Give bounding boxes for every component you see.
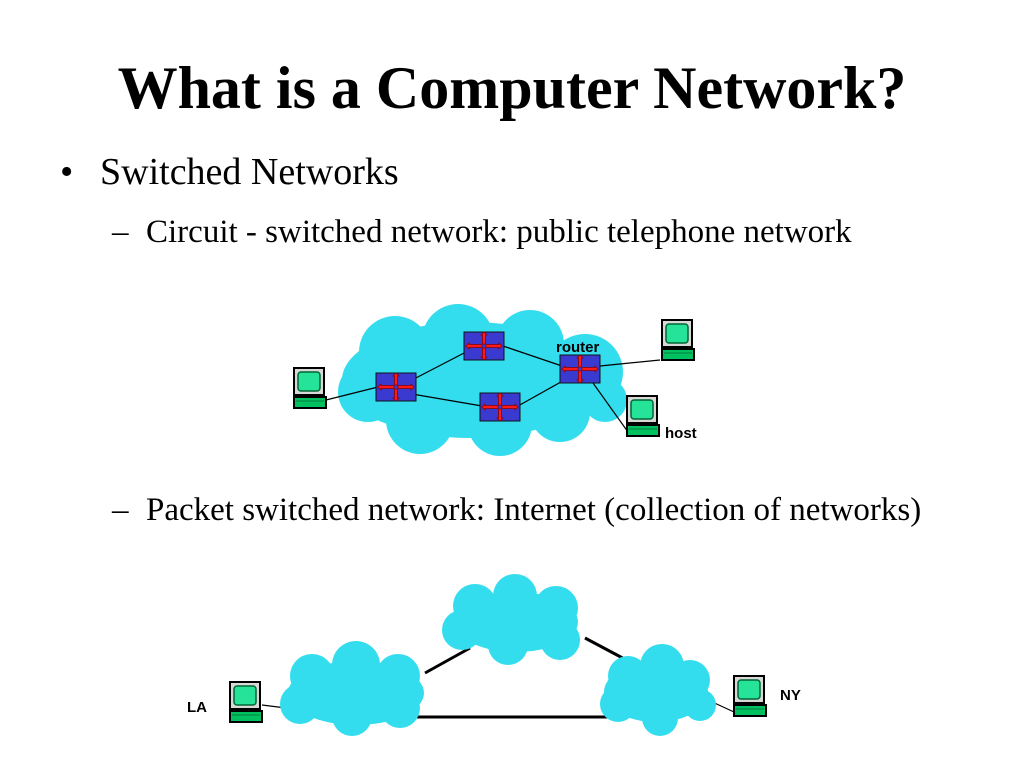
computer-icon: [733, 675, 767, 717]
sub-bullet-packet-switched: – Packet switched network: Internet (col…: [112, 490, 932, 530]
circuit-links: [325, 345, 661, 433]
bullet-text: Switched Networks: [100, 151, 399, 193]
bullet-switched-networks: • Switched Networks: [60, 150, 399, 194]
bullet-marker: •: [60, 151, 74, 193]
router-icon: [479, 392, 521, 422]
page-title: What is a Computer Network?: [117, 55, 907, 121]
host-label: host: [665, 425, 697, 442]
cloud-icon: [280, 641, 424, 736]
router-icon: [463, 331, 505, 361]
ny-label: NY: [780, 687, 801, 704]
router-label: router: [556, 339, 600, 356]
computer-icon: [661, 319, 695, 361]
cloud-icon: [600, 644, 716, 736]
sub-bullet-marker: –: [112, 214, 129, 250]
router-icon: [375, 372, 417, 402]
computer-icon: [626, 395, 660, 437]
computer-icon: [229, 681, 263, 723]
sub-bullet-text: Circuit - switched network: public telep…: [146, 214, 852, 250]
sub-bullet-circuit-switched: – Circuit - switched network: public tel…: [112, 212, 932, 252]
computer-icon: [293, 367, 327, 409]
sub-bullet-marker: –: [112, 492, 129, 528]
la-label: LA: [187, 699, 207, 716]
cloud-icon: [442, 574, 580, 665]
sub-bullet-text: Packet switched network: Internet (colle…: [146, 492, 922, 528]
router-icon: [559, 354, 601, 384]
